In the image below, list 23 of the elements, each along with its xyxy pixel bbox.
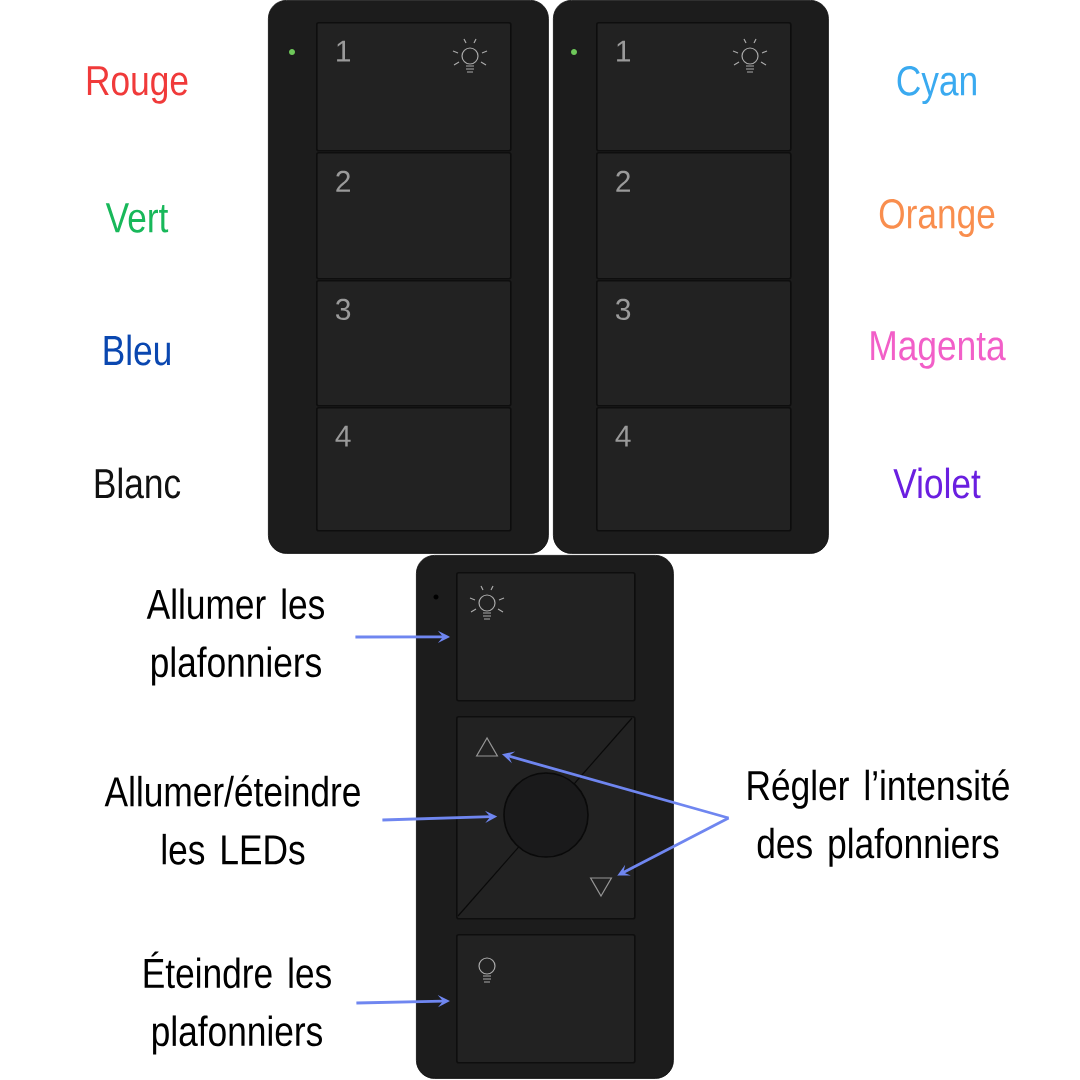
center-button	[503, 772, 589, 858]
callout-text: Allumer les plafonniers	[146, 588, 324, 686]
button: 2	[596, 152, 792, 280]
callout-text: Allumer/éteindre les LEDs	[104, 775, 360, 865]
button: 3	[596, 280, 792, 407]
button: 3	[316, 280, 512, 407]
button: 2	[316, 152, 512, 280]
button: 4	[316, 407, 512, 532]
button: 1	[316, 22, 512, 152]
color-label: Bleu	[104, 334, 170, 366]
color-label: Rouge	[87, 66, 188, 104]
color-label: Orange	[879, 199, 995, 237]
color-label: Magenta	[871, 331, 1006, 369]
color-label: Vert	[105, 203, 169, 233]
color-label: Blanc	[95, 467, 181, 499]
callout-text: Régler l’intensité des plafonniers	[748, 769, 1009, 867]
button: 4	[596, 407, 792, 532]
callout-text: Éteindre les plafonniers	[144, 951, 331, 1055]
button	[456, 934, 636, 1064]
color-label: Cyan	[897, 65, 976, 104]
button: 1	[596, 22, 792, 152]
color-label: Violet	[893, 467, 981, 499]
button	[456, 572, 636, 702]
